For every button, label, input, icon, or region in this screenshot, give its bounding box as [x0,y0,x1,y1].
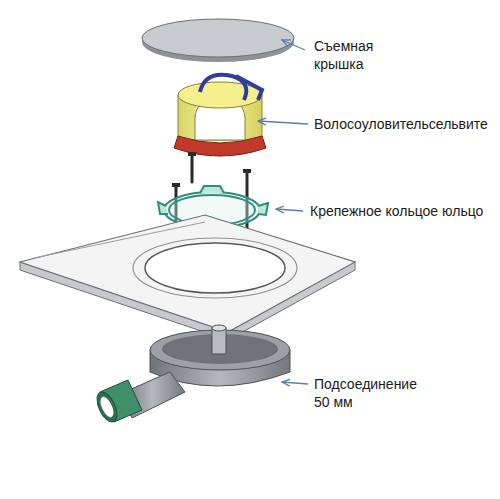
part-label: Крепежное кольцое юльцо [310,202,483,220]
drain-plate [20,215,355,340]
removable-cover [142,19,294,62]
part-label: Подсоединение 50 мм [314,375,429,411]
part-label: Съемная крышка [314,37,409,73]
drain-body [120,325,290,418]
part-label: Волосоуловительсельвите [314,115,488,133]
pipe-coupling [93,380,142,425]
leader-arrows [258,40,308,384]
hair-trap [174,75,266,156]
